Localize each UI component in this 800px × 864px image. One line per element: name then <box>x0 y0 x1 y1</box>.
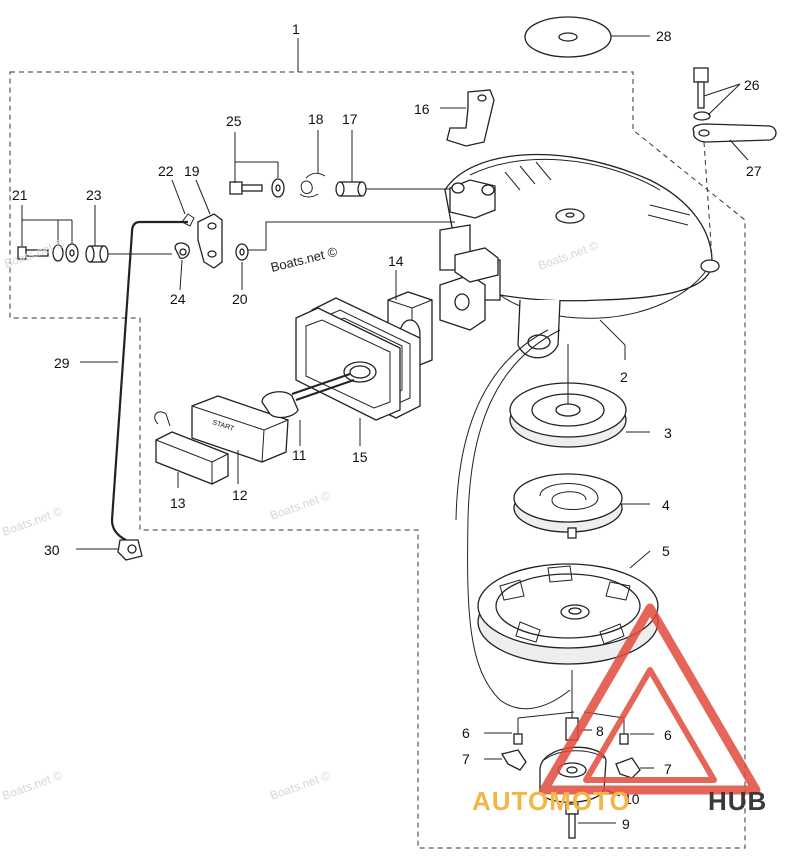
watermark-boats-net: Boats.net © <box>0 504 64 539</box>
callout-24: 24 <box>170 291 186 307</box>
callout-29: 29 <box>54 355 70 371</box>
part-7-pawl-right <box>615 757 654 779</box>
callout-26: 26 <box>744 77 760 93</box>
callout-27: 27 <box>746 163 762 179</box>
callout-25: 25 <box>226 113 242 129</box>
callout-1: 1 <box>292 21 300 37</box>
callout-14: 14 <box>388 253 404 269</box>
part-5-pulley <box>477 550 659 665</box>
callout-7-left: 7 <box>462 751 470 767</box>
callout-22: 22 <box>158 163 174 179</box>
logo-triangle-inner <box>583 667 717 783</box>
leader-20 <box>248 221 455 251</box>
callout-4: 4 <box>662 497 670 513</box>
part-27-plate <box>692 123 777 259</box>
callout-19: 19 <box>184 163 200 179</box>
callout-15: 15 <box>352 449 368 465</box>
callout-30: 30 <box>44 542 60 558</box>
callout-10: 10 <box>624 791 640 807</box>
part-28-disc <box>524 16 650 58</box>
assembly-boundary <box>9 71 746 849</box>
callout-5: 5 <box>662 543 670 559</box>
callout-12: 12 <box>232 487 248 503</box>
callout-6-left: 6 <box>462 725 470 741</box>
callout-21: 21 <box>12 187 28 203</box>
part-12-start-handle: START <box>191 391 299 484</box>
callout-6-right: 6 <box>664 727 672 743</box>
callout-9: 9 <box>622 816 630 832</box>
part-26-bolt <box>693 67 741 121</box>
callout-labels: 1 2 3 4 5 6 6 7 7 8 9 10 11 12 13 14 15 … <box>12 21 762 832</box>
callout-13: 13 <box>170 495 186 511</box>
callout-8: 8 <box>596 723 604 739</box>
callout-2: 2 <box>620 369 628 385</box>
callout-18: 18 <box>308 111 324 127</box>
callout-20: 20 <box>232 291 248 307</box>
watermark-boats-net: Boats.net © <box>268 488 332 523</box>
part-9-screw <box>565 803 616 839</box>
part-24-clip <box>174 242 190 291</box>
part-4-recoil-spring <box>513 473 650 539</box>
callout-3: 3 <box>664 425 672 441</box>
watermark-boats-net: Boats.net © <box>268 768 332 803</box>
logo-wordmark-hub: HUB <box>708 786 767 816</box>
watermark-boats-net: Boats.net © <box>0 768 64 803</box>
part-25-bolt-set <box>229 132 285 198</box>
part-21-bolt-set <box>17 205 79 263</box>
callout-11: 11 <box>292 447 307 463</box>
part-16-bracket <box>440 89 495 147</box>
part-20-washer <box>235 243 249 290</box>
part-3-rope-reel <box>509 344 650 448</box>
watermark-boats-net-main: Boats.net © <box>269 244 339 275</box>
part-7-pawl-left <box>484 749 527 771</box>
part-18-spring <box>299 130 326 198</box>
callout-16: 16 <box>414 101 430 117</box>
part-22-clip <box>171 179 195 227</box>
callout-28: 28 <box>656 28 672 44</box>
part-30-clamp <box>76 539 143 561</box>
part-6-spring-left <box>484 711 575 745</box>
part-19-lever <box>195 179 223 269</box>
starter-rope-path-inner <box>455 329 549 521</box>
callout-17: 17 <box>342 111 358 127</box>
starter-rope <box>291 373 355 401</box>
callout-7-right: 7 <box>664 761 672 777</box>
part-2-starter-housing <box>439 153 720 360</box>
part-23-spacer <box>85 205 172 263</box>
callout-23: 23 <box>86 187 102 203</box>
part-17-collar <box>335 130 450 197</box>
starter-rope-path <box>467 329 571 710</box>
logo-wordmark-auto-moto: AUTOMOTO <box>472 786 631 816</box>
part-29-rod <box>80 220 188 541</box>
logo-triangle <box>539 603 761 795</box>
automotohub-logo: AUTOMOTO HUB <box>472 603 767 816</box>
part-13-insert <box>154 411 229 488</box>
